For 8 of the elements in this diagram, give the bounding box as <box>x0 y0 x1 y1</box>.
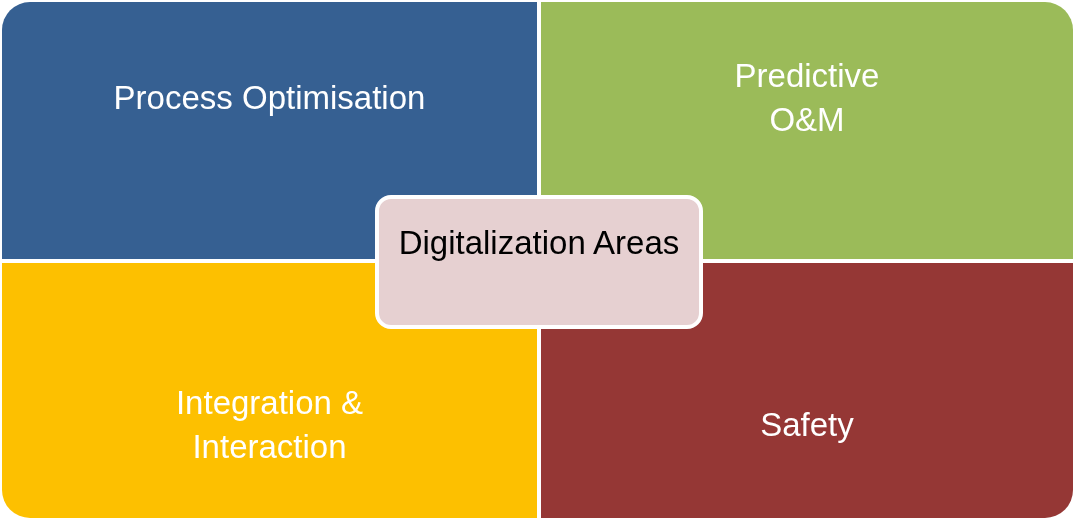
quadrant-panel <box>2 263 537 518</box>
panel-title: Safety <box>759 405 855 445</box>
panel-title: Predictive O&M <box>733 56 881 140</box>
center-title: Digitalization Areas <box>397 223 681 263</box>
center-box <box>375 195 703 329</box>
panel-title: Process Optimisation <box>112 78 427 118</box>
panel-title: Integration & Interaction <box>174 383 365 467</box>
quadrant-panel <box>541 263 1073 518</box>
